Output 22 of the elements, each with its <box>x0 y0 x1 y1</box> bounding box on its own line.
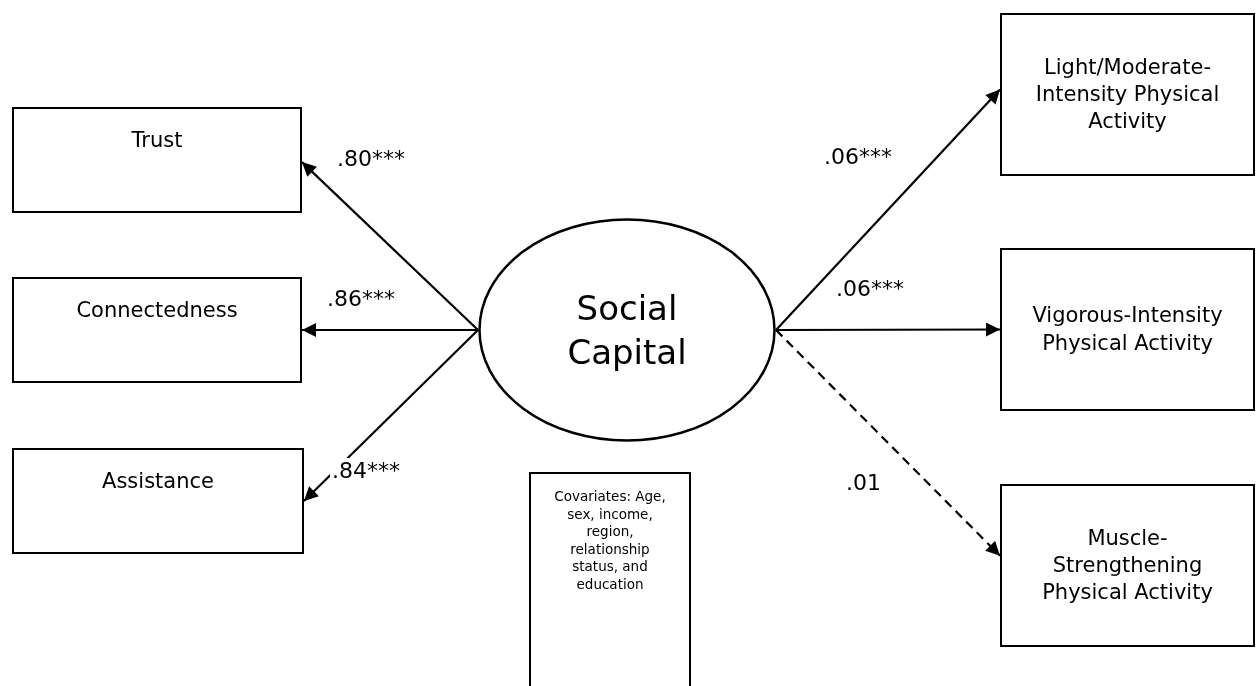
variable-label: Connectedness <box>76 297 238 324</box>
arrow <box>775 88 1001 331</box>
variable-label: Trust <box>131 127 183 154</box>
variable-label: Light/Moderate-Intensity Physical Activity <box>1034 53 1221 136</box>
arrow <box>301 161 479 331</box>
variable-box <box>12 277 302 383</box>
variable-box <box>1000 484 1255 647</box>
variable-box <box>12 107 302 213</box>
variable-box <box>1000 248 1255 411</box>
dashed-arrow <box>775 329 1001 557</box>
latent-variable-ellipse <box>478 218 776 442</box>
arrow <box>776 322 1000 337</box>
variable-box <box>12 448 304 554</box>
latent-variable-label: Social Capital <box>566 286 688 374</box>
variable-label: Muscle-Strengthening Physical Activity <box>1041 524 1214 607</box>
covariates-box <box>529 472 691 686</box>
variable-label: Vigorous-Intensity Physical Activity <box>1031 302 1224 357</box>
arrow <box>303 329 479 502</box>
variable-label: Assistance <box>102 468 214 495</box>
note-text: Covariates: Age, sex, income, region, relationship status, and education <box>553 488 667 594</box>
variable-box <box>1000 13 1255 176</box>
arrow <box>302 323 478 337</box>
